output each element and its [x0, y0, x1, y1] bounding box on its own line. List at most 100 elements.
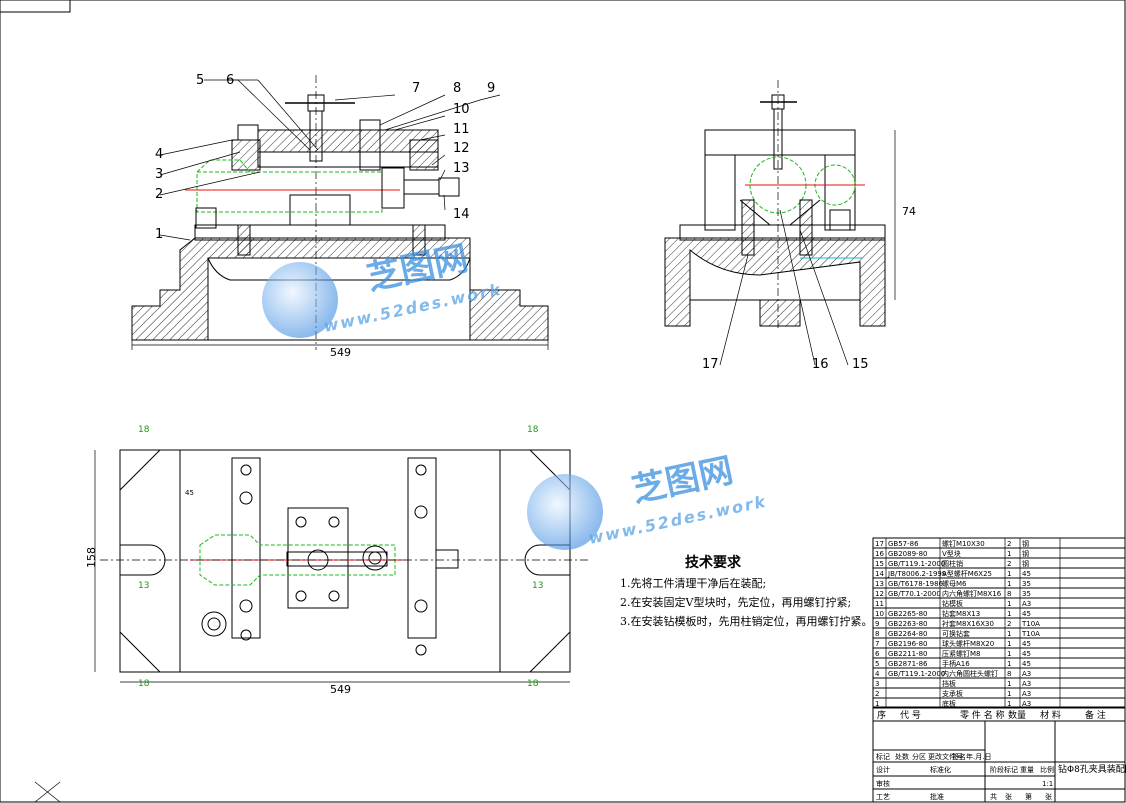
bom-cell-qty: 1: [1007, 650, 1011, 658]
tb-scale: 1:1: [1042, 780, 1053, 788]
tb-label-biaozhunhua: 标准化: [930, 765, 951, 774]
bom-cell-qty: 1: [1007, 680, 1011, 688]
callout-5: 5: [196, 73, 204, 88]
callout-3: 3: [155, 167, 163, 182]
watermark-2: 芝图网 www.52des.work: [527, 450, 769, 550]
bom-cell-code: GB/T119.1-2000: [888, 670, 945, 678]
bom-cell-mat: 钢: [1022, 539, 1029, 548]
bom-cell-name: 螺钉M10X30: [942, 539, 985, 548]
bom-cell-qty: 1: [1007, 630, 1011, 638]
bom-cell-qty: 2: [1007, 540, 1011, 548]
callout-1: 1: [155, 227, 163, 242]
bom-cell-no: 12: [875, 590, 884, 598]
tb-label-jieduan: 阶段标记: [990, 765, 1018, 774]
tech-req-1: 1.先将工件清理干净后在装配;: [620, 576, 766, 590]
bom-header-qty: 数量: [1008, 709, 1026, 721]
bom-cell-name: 钻套M8X13: [942, 609, 980, 618]
callout-12: 12: [453, 141, 470, 156]
bom-cell-mat: A3: [1022, 680, 1031, 688]
bom-row: [872, 697, 1126, 709]
bom-cell-name: 支承板: [942, 689, 963, 698]
corner-dim-tl: 18: [138, 425, 150, 435]
bom-cell-no: 17: [875, 540, 884, 548]
bom-cell-qty: 1: [1007, 550, 1011, 558]
callout-11: 11: [453, 122, 470, 137]
bom-cell-mat: T10A: [1021, 620, 1040, 628]
tb-label-biaoji: 标记: [876, 752, 890, 761]
tb-label-gong: 共: [990, 792, 997, 801]
corner-dim-br: 18: [527, 679, 539, 689]
bom-row: [872, 687, 1126, 699]
bom-cell-mat: A3: [1022, 690, 1031, 698]
bom-cell-name: 压紧螺钉M8: [942, 649, 981, 658]
bom-cell-name: 钻模板: [942, 599, 963, 608]
bom-cell-qty: 1: [1007, 580, 1011, 588]
bom-cell-mat: A3: [1022, 600, 1031, 608]
bom-header-note: 备 注: [1085, 709, 1106, 721]
bom-cell-no: 2: [875, 690, 879, 698]
bom-cell-name: 内六角圆柱头螺钉: [942, 669, 998, 678]
callout-16: 16: [812, 357, 829, 372]
bom-cell-qty: 8: [1007, 670, 1011, 678]
bom-cell-qty: 1: [1007, 690, 1011, 698]
top-height-dim: 158: [85, 547, 98, 568]
bom-cell-qty: 1: [1007, 570, 1011, 578]
callout-14: 14: [453, 207, 470, 222]
bom-cell-mat: 45: [1022, 640, 1031, 648]
bom-cell-name: 内六角螺钉M8X16: [942, 589, 1002, 598]
bom-cell-mat: 45: [1022, 570, 1031, 578]
bom-cell-mat: 45: [1022, 660, 1031, 668]
bom-cell-no: 6: [875, 650, 880, 658]
callout-4: 4: [155, 147, 163, 162]
tb-label-shenhe: 审核: [876, 779, 890, 788]
front-width-dim: 549: [330, 346, 351, 359]
bom-cell-code: GB57-86: [888, 540, 919, 548]
bom-cell-code: GB2196-80: [888, 640, 927, 648]
bom-cell-qty: 1: [1007, 700, 1011, 708]
tb-label-fenqu: 分区: [912, 752, 926, 761]
bom-cell-no: 4: [875, 670, 880, 678]
tb-label-qianming: 签名: [952, 752, 966, 761]
bom-cell-code: GB/T70.1-2000: [888, 590, 941, 598]
tb-label-sheji: 设计: [876, 765, 890, 774]
callout-13: 13: [453, 161, 470, 176]
bom-header: 序 代 号 零 件 名 称 数量 材 料 备 注: [872, 706, 1126, 722]
bom-cell-mat: 钢: [1022, 549, 1029, 558]
bom-cell-qty: 2: [1007, 560, 1011, 568]
bom-cell-mat: 35: [1022, 590, 1031, 598]
bom-header-name: 零 件 名 称: [960, 709, 1005, 721]
bom-cell-code: GB2263-80: [888, 620, 927, 628]
bom-cell-name: A型螺杆M6X25: [942, 569, 992, 578]
hole-dim: 45: [185, 489, 194, 497]
bom-header-no: 序: [877, 709, 886, 721]
bom-header-mat: 材 料: [1040, 709, 1061, 721]
tech-req-3: 3.在安装钻模板时，先用柱销定位，再用螺钉拧紧。: [620, 614, 873, 628]
bom-cell-qty: 1: [1007, 600, 1011, 608]
top-view: 549 158 18 18 18 18 13 13 45: [85, 425, 590, 696]
top-width-dim: 549: [330, 683, 351, 696]
corner-tab: [0, 0, 71, 13]
bom-cell-name: 可换钻套: [942, 629, 970, 638]
bom-header-code: 代 号: [900, 710, 921, 721]
bom-cell-mat: A3: [1022, 700, 1031, 708]
tb-label-zhongliang: 重量: [1020, 766, 1034, 774]
bom-cell-name: 手柄A16: [942, 659, 970, 668]
bom-cell-code: GB/T119.1-2000: [888, 560, 945, 568]
callout-15: 15: [852, 357, 869, 372]
tb-label-zhang1: 张: [1005, 792, 1012, 801]
front-view: 549 1 2 3 4 5 6 7 8 9 10 11 12 13: [131, 73, 549, 359]
bom-cell-no: 1: [875, 700, 879, 708]
corner-dim-tr: 18: [527, 425, 539, 435]
bom-cell-name: 圆柱销: [942, 559, 963, 568]
bom-cell-name: V型块: [942, 549, 961, 558]
tb-label-bili: 比例: [1040, 765, 1054, 774]
tb-label-di: 第: [1025, 792, 1032, 801]
tb-label-chushu: 处数: [895, 752, 909, 761]
bom-cell-name: 衬套M8X16X30: [942, 619, 994, 628]
bom-cell-no: 10: [875, 610, 884, 618]
bom-cell-qty: 1: [1007, 640, 1011, 648]
bom-cell-qty: 2: [1007, 620, 1011, 628]
bom-cell-name: 挡板: [942, 679, 956, 688]
